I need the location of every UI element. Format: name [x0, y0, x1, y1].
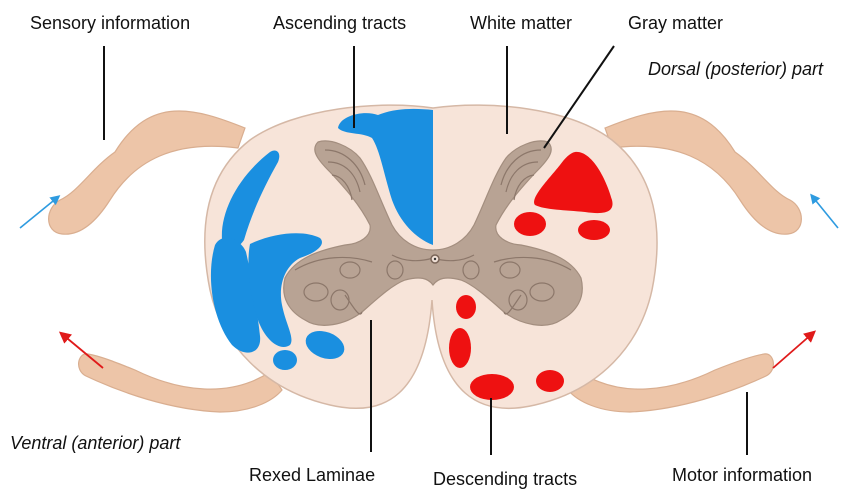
descending-tract-oval-1 [514, 212, 546, 236]
label-dorsal-part: Dorsal (posterior) part [648, 60, 823, 78]
label-motor-information: Motor information [672, 466, 812, 484]
motor-arrow-right [773, 333, 813, 368]
label-ascending-tracts: Ascending tracts [273, 14, 406, 32]
descending-tract-anterior-3 [470, 374, 514, 400]
label-ventral-part: Ventral (anterior) part [10, 434, 180, 452]
descending-tract-anterior-4 [536, 370, 564, 392]
label-rexed-laminae: Rexed Laminae [249, 466, 375, 484]
label-sensory-information: Sensory information [30, 14, 190, 32]
label-gray-matter: Gray matter [628, 14, 723, 32]
descending-tract-oval-2 [578, 220, 610, 240]
label-white-matter: White matter [470, 14, 572, 32]
sensory-arrow-right [812, 196, 838, 228]
label-descending-tracts: Descending tracts [433, 470, 577, 488]
descending-tract-anterior-2 [449, 328, 471, 368]
ascending-tract-small-oval [273, 350, 297, 370]
descending-tract-anterior-1 [456, 295, 476, 319]
